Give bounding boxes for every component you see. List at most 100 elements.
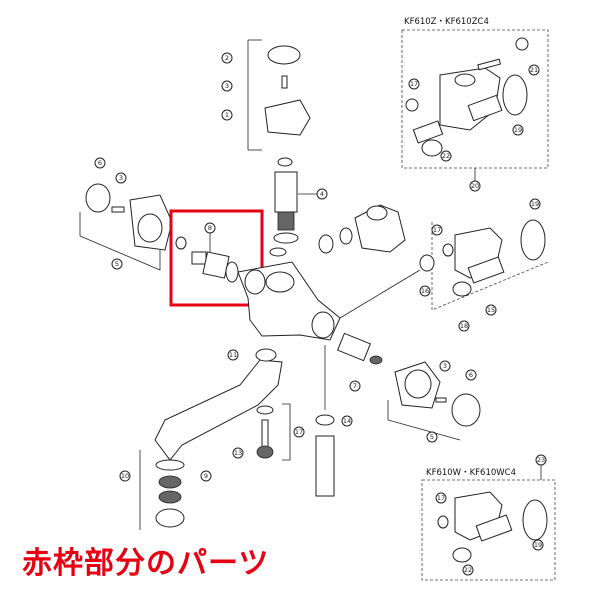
callout-label: 19	[534, 541, 542, 549]
callout-14	[341, 415, 353, 427]
cartridge-4: 4	[273, 157, 328, 244]
right-screw	[435, 397, 447, 403]
callout-label: 3	[225, 82, 229, 90]
callout-label: 21	[530, 66, 538, 74]
right-cartridge-stem	[369, 355, 383, 365]
spout-group: 11 10 9	[119, 348, 283, 530]
body-left-port	[244, 269, 266, 295]
callout-label: 17	[410, 80, 418, 88]
small-oring	[256, 405, 274, 415]
right-oring	[442, 243, 454, 257]
callout-label: 17	[437, 494, 445, 502]
callout-label: 2	[225, 54, 229, 62]
callout-label: 13	[234, 449, 242, 457]
nut-part	[412, 120, 444, 144]
escutcheon-plate	[502, 74, 528, 116]
callout-11	[227, 349, 239, 361]
cartridge-end-8	[225, 261, 239, 283]
callout-label: 3	[119, 174, 123, 182]
elbow-center	[354, 204, 406, 253]
elbow-inlet	[454, 73, 476, 87]
callout-19b	[529, 198, 541, 210]
callout-17a	[408, 78, 420, 90]
callout-label: 8	[208, 224, 212, 232]
callout-label: 18	[460, 322, 468, 330]
right-handle-face	[404, 369, 432, 399]
callout-label: 5	[115, 260, 119, 268]
cartridge-stem	[277, 211, 295, 231]
nut	[277, 157, 293, 167]
caption-red-frame-parts: 赤枠部分のパーツ	[22, 546, 270, 581]
callout-3	[221, 80, 233, 92]
callout-5b	[426, 431, 438, 443]
valve-seat	[256, 445, 274, 459]
callout-13	[232, 447, 244, 459]
check-valve	[421, 139, 443, 157]
spout-top-nut	[255, 348, 277, 362]
right-cap	[451, 393, 481, 427]
o-ring	[405, 98, 419, 112]
callout-label: 5	[430, 433, 434, 441]
body-top-port	[265, 271, 295, 293]
right-cartridge	[336, 332, 372, 362]
right-cartridge-group: 7 5 3 6	[336, 332, 481, 443]
callout-label: 19	[531, 200, 539, 208]
callout-label: 4	[320, 190, 324, 198]
valve-pin	[261, 419, 269, 449]
callout-label: 23	[537, 456, 545, 464]
right-escutcheon	[520, 219, 546, 261]
red-highlight-frame	[169, 209, 264, 307]
elbow-port	[366, 205, 388, 221]
callout-10	[119, 470, 131, 482]
handle-cap-assembly: 2 3 1	[221, 39, 311, 151]
callout-label: 11	[229, 351, 237, 359]
screw	[281, 75, 288, 89]
cartridge-body-8	[202, 251, 230, 279]
callout-label: 14	[343, 417, 351, 425]
callout-label: 19	[514, 126, 522, 134]
callout-19c	[532, 539, 544, 551]
cartridge-oring	[273, 232, 299, 244]
left-cap	[85, 183, 111, 213]
mixer-body	[237, 261, 421, 341]
callout-label: 7	[353, 382, 357, 390]
callout-22b	[462, 564, 474, 576]
callout-9	[200, 470, 212, 482]
aerator-ring	[155, 459, 185, 471]
callout-label: 9	[204, 472, 208, 480]
cap	[267, 45, 301, 65]
callout-label: 17	[295, 428, 303, 436]
callout-label: 6	[98, 159, 102, 167]
elbow-center-group	[269, 204, 406, 257]
callout-label: 3	[443, 362, 447, 370]
spout-arm	[154, 359, 283, 461]
pin-part	[477, 58, 502, 71]
callout-2	[221, 52, 233, 64]
callout-17b	[431, 224, 443, 236]
callout-21a	[528, 64, 540, 76]
aerator-cap	[155, 508, 185, 528]
washer-14	[315, 414, 335, 426]
right-inlet-group: 17 19 16 18 15	[419, 198, 549, 332]
pipe-part	[315, 435, 335, 497]
callout-5	[111, 258, 123, 270]
body-side-port	[311, 311, 335, 339]
threaded-connector	[467, 94, 503, 122]
callout-3c	[439, 360, 451, 372]
nut-center	[318, 234, 334, 254]
variant-check-valve-w	[452, 547, 472, 563]
cap-part	[515, 37, 529, 51]
variant-box-kf610w: KF610W・KF610WC4 17 22 19 23	[421, 454, 556, 581]
washer-top	[269, 247, 287, 257]
right-connector	[467, 256, 505, 284]
callout-label: 15	[487, 306, 495, 314]
handle	[264, 99, 311, 136]
aerator-mesh-2	[158, 490, 182, 504]
variant-box-kf610z: KF610Z・KF610ZC4 17 22 19 21 20	[401, 17, 549, 192]
callout-label: 17	[433, 226, 441, 234]
underbody-group: 17 13 14	[232, 345, 353, 497]
callout-7	[349, 380, 361, 392]
callout-label: 20	[471, 182, 479, 190]
callout-label: 6	[469, 371, 473, 379]
